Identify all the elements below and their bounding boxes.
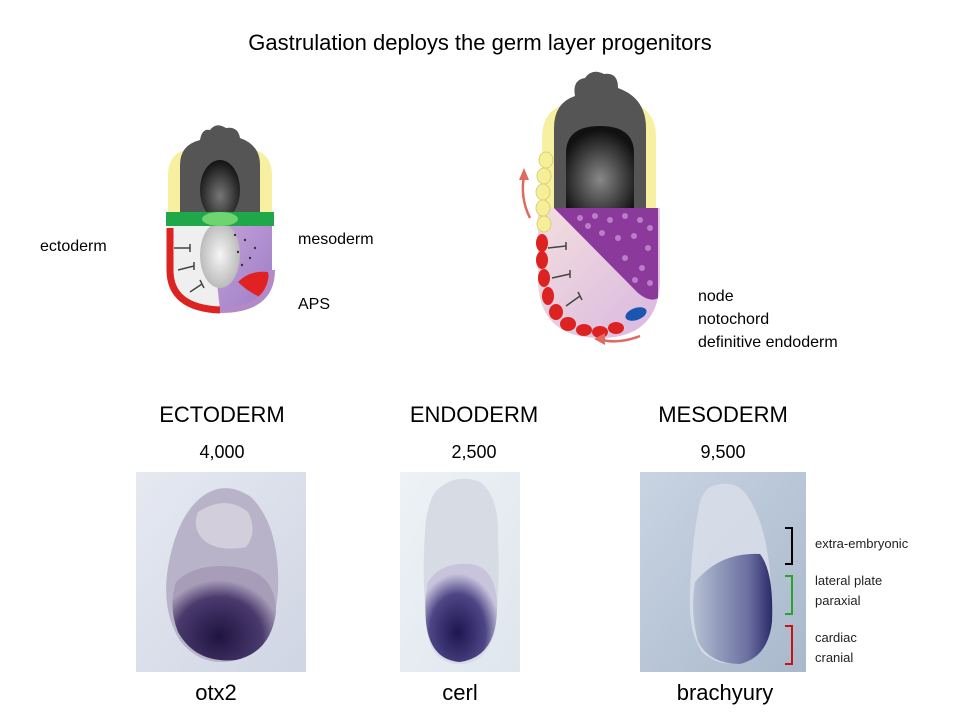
late-gastrula-diagram: [519, 71, 660, 345]
label-ectoderm: ectoderm: [40, 238, 107, 255]
brachyury-embryo-image: [640, 472, 806, 672]
cerl-embryo-image: [400, 472, 520, 672]
bracket-label-cranial: cranial: [815, 650, 854, 665]
label-node: node: [698, 288, 734, 305]
gene-label-otx2: otx2: [195, 680, 237, 705]
label-mesoderm: mesoderm: [298, 231, 374, 248]
panel-count-mesoderm: 9,500: [700, 442, 746, 462]
bracket-label-cardiac: cardiac: [815, 630, 857, 645]
bracket-label-extra-embryonic: extra-embryonic: [815, 536, 909, 551]
gene-label-cerl: cerl: [442, 680, 478, 705]
panel-header-ectoderm: ECTODERM: [159, 402, 285, 427]
bracket-extra-embryonic: [785, 527, 793, 565]
label-definitive-endoderm: definitive endoderm: [698, 334, 838, 351]
bracket-label-paraxial: paraxial: [815, 593, 861, 608]
panel-header-mesoderm: MESODERM: [658, 402, 788, 427]
label-aps: APS: [298, 296, 331, 313]
gene-label-brachyury: brachyury: [676, 680, 774, 705]
early-gastrula-diagram: [166, 125, 275, 314]
panel-header-endoderm: ENDODERM: [409, 402, 539, 427]
panel-count-ectoderm: 4,000: [199, 442, 245, 462]
panel-count-endoderm: 2,500: [451, 442, 497, 462]
bracket-cardiac-cranial: [785, 625, 793, 665]
bracket-lateral-paraxial: [785, 575, 793, 615]
page-title: Gastrulation deploys the germ layer prog…: [248, 30, 712, 55]
bracket-label-lateral-plate: lateral plate: [815, 573, 883, 588]
otx2-embryo-image: [136, 472, 306, 672]
label-notochord: notochord: [698, 311, 770, 328]
